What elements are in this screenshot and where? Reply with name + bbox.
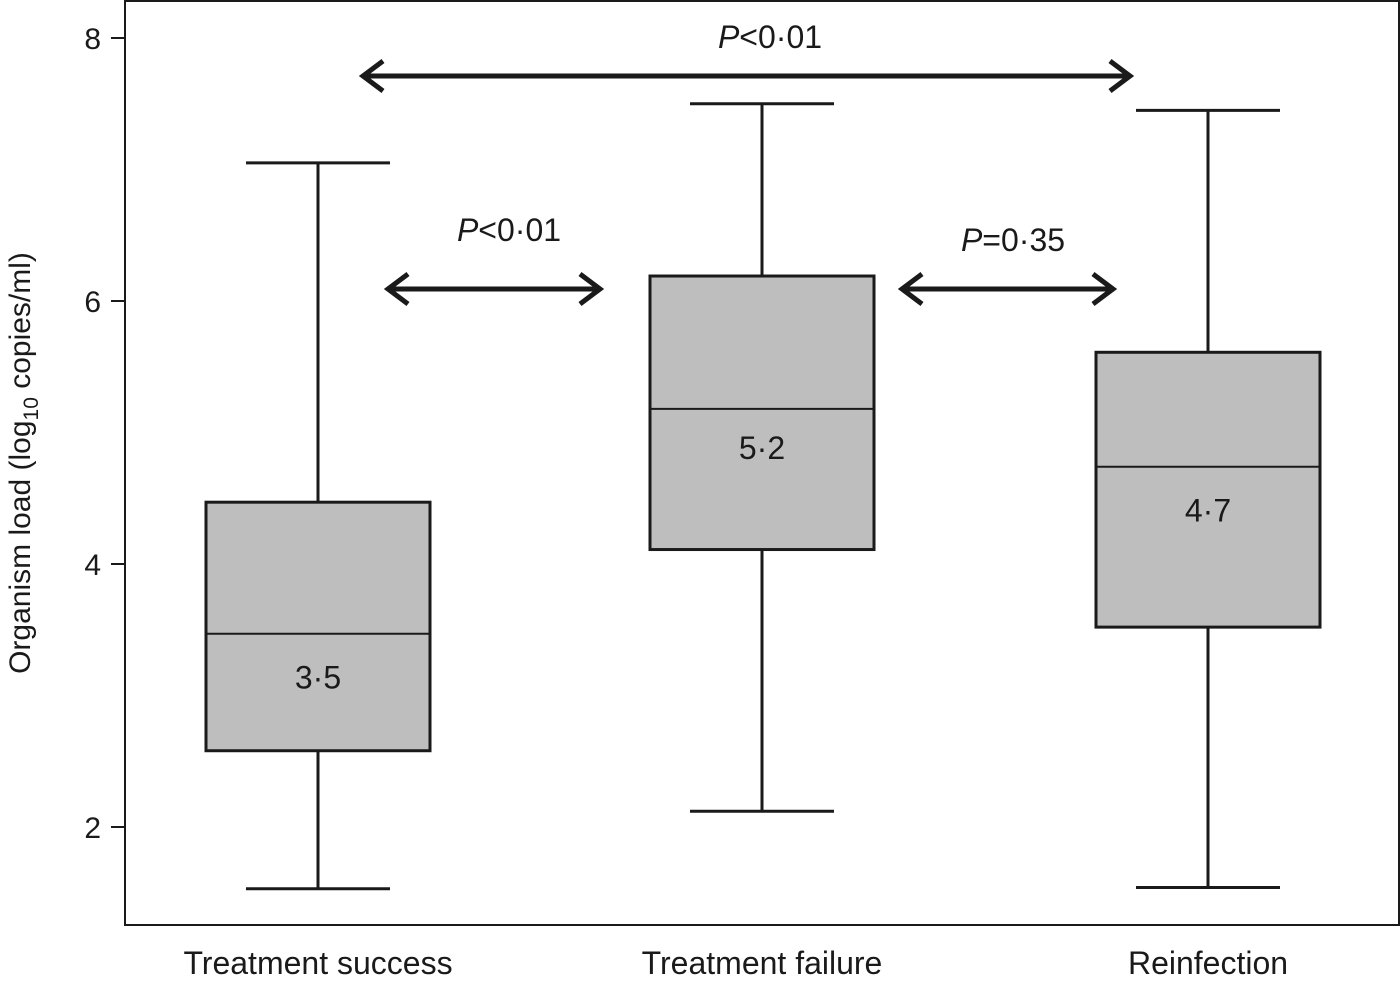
box-2: 5·2 — [648, 102, 876, 813]
p-value-label: P<0·01 — [457, 212, 561, 248]
boxes-group: 3·5 5·2 4·7 — [204, 102, 1322, 891]
plot-frame — [124, 0, 1400, 926]
p-symbol: P — [718, 19, 740, 55]
box-1: 3·5 — [204, 161, 432, 891]
iqr-box — [648, 274, 876, 552]
p-value-text: =0·35 — [982, 222, 1065, 258]
x-category-label: Reinfection — [1128, 945, 1288, 981]
p-value-label: P<0·01 — [718, 19, 822, 55]
y-tick-label-4: 4 — [84, 549, 101, 582]
median-label: 5·2 — [739, 430, 785, 466]
comparison-arrowhead-left — [897, 272, 924, 306]
y-tick-label-6: 6 — [84, 286, 101, 319]
box-3: 4·7 — [1094, 108, 1322, 889]
p-symbol: P — [457, 212, 479, 248]
p-value-label: P=0·35 — [961, 222, 1065, 258]
y-axis-title-prefix: Organism load (log — [4, 420, 37, 673]
comparison-arrowhead-right — [1091, 272, 1118, 306]
comparison-arrowhead-right — [578, 272, 605, 306]
median-label: 3·5 — [295, 660, 341, 696]
x-category-label: Treatment success — [183, 945, 452, 981]
iqr-box — [1094, 350, 1322, 629]
x-category-label: Treatment failure — [642, 945, 883, 981]
y-axis: 2 4 6 8 — [84, 23, 125, 845]
x-axis-labels: Treatment success Treatment failure Reinfe… — [183, 945, 1288, 981]
comparison-arrowhead-right — [1108, 59, 1135, 93]
p-value-text: <0·01 — [739, 19, 822, 55]
p-symbol: P — [961, 222, 983, 258]
comparison-1: P<0·01 — [358, 19, 1135, 93]
y-tick-label-2: 2 — [84, 812, 101, 845]
comparison-3: P=0·35 — [897, 222, 1118, 306]
comparison-2: P<0·01 — [383, 212, 605, 306]
median-label: 4·7 — [1185, 493, 1231, 529]
y-axis-title: Organism load (log10 copies/ml) — [4, 252, 43, 674]
iqr-box — [204, 500, 432, 753]
comparison-arrowhead-left — [383, 272, 410, 306]
y-tick-label-8: 8 — [84, 23, 101, 56]
y-axis-title-subscript: 10 — [20, 397, 43, 420]
p-value-text: <0·01 — [478, 212, 561, 248]
y-axis-title-suffix: copies/ml) — [4, 252, 37, 397]
comparison-arrowhead-left — [358, 59, 385, 93]
